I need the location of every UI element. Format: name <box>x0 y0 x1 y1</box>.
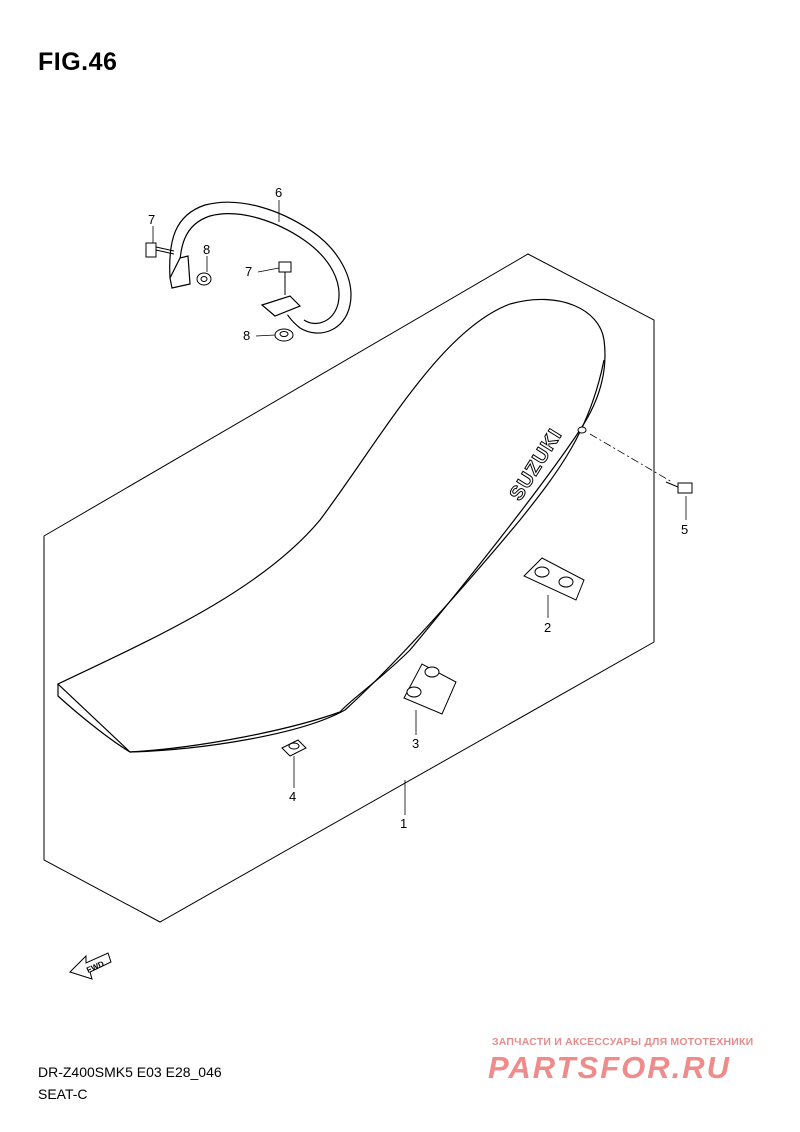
cushion-3 <box>403 663 457 715</box>
bolt-7-middle <box>278 261 292 295</box>
nut-8-lower <box>274 328 294 342</box>
seat-mount-hole <box>577 426 587 434</box>
seat-body <box>56 298 606 753</box>
callout-2: 2 <box>544 620 551 635</box>
model-code: DR-Z400SMK5 E03 E28_046 <box>38 1064 222 1080</box>
callout-3: 3 <box>412 736 419 751</box>
callout-7-middle: 7 <box>245 264 252 279</box>
callout-4: 4 <box>289 789 296 804</box>
leader-lines <box>152 200 687 815</box>
bolt-5 <box>665 481 693 494</box>
callout-7-upper: 7 <box>148 212 155 227</box>
callout-1: 1 <box>400 816 407 831</box>
bolt-7-upper <box>145 242 175 258</box>
alignment-line <box>589 433 673 483</box>
cushion-2 <box>523 557 585 601</box>
damper-4 <box>281 739 307 757</box>
assembly-frame <box>43 253 655 923</box>
callout-8-upper: 8 <box>203 242 210 257</box>
callout-6: 6 <box>275 185 282 200</box>
nut-8-upper <box>196 272 212 286</box>
seat-strap <box>169 201 352 334</box>
callout-8-lower: 8 <box>243 328 250 343</box>
section-name: SEAT-C <box>38 1086 88 1102</box>
fwd-arrow-icon: FWD <box>69 952 112 980</box>
figure-title: FIG.46 <box>38 48 118 76</box>
watermark-tagline: ЗАПЧАСТИ И АКСЕССУАРЫ ДЛЯ МОТОТЕХНИКИ <box>492 1036 754 1048</box>
callout-5: 5 <box>681 522 688 537</box>
watermark-logo: PARTSFOR.RU <box>488 1050 732 1085</box>
